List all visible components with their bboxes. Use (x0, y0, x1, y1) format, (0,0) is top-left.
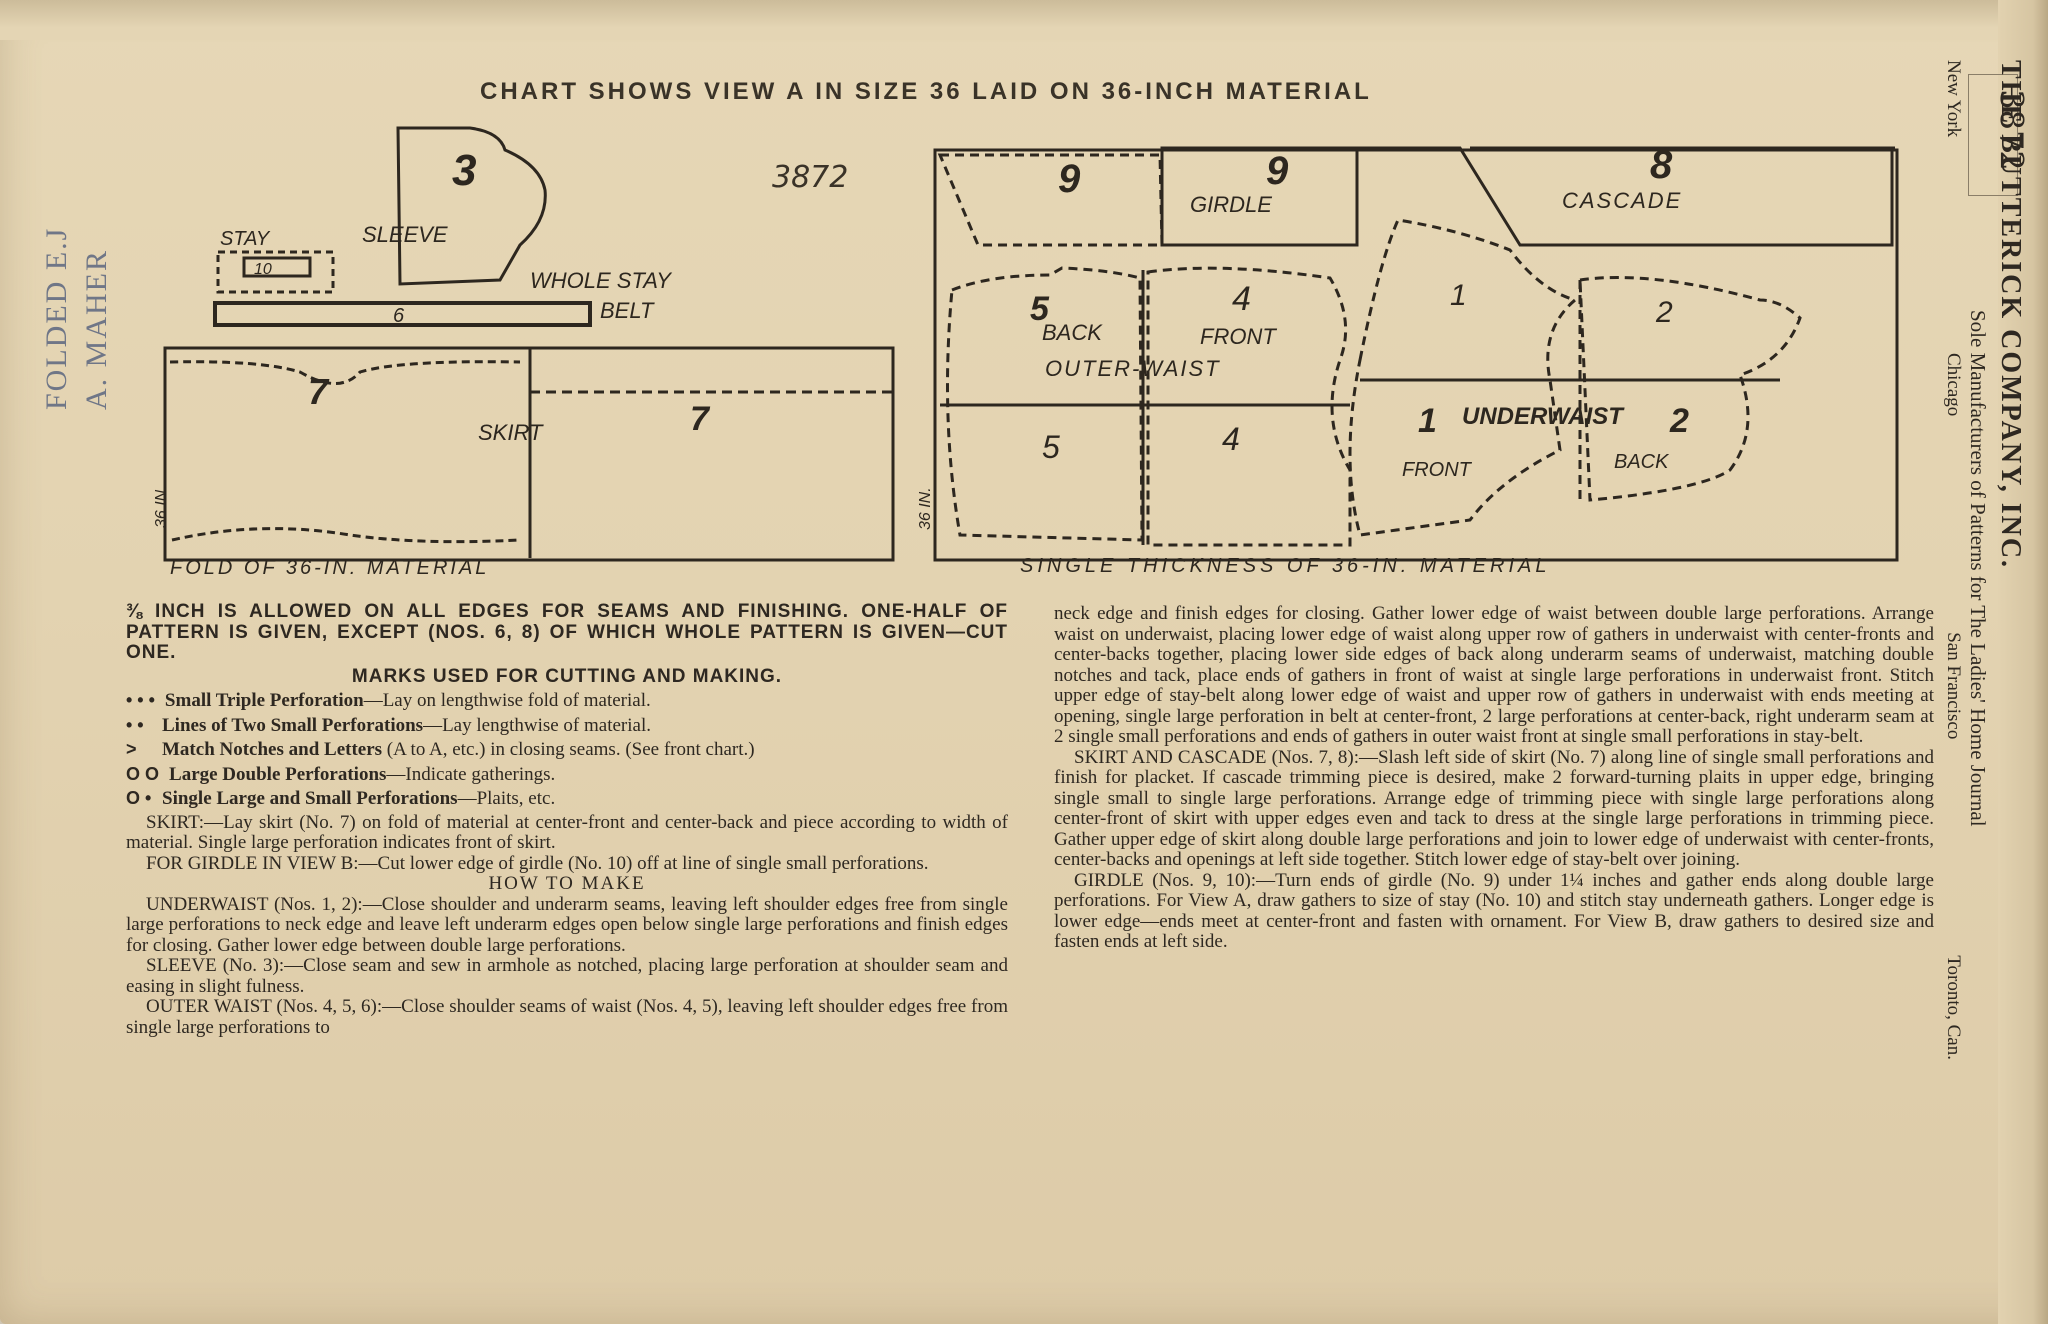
label-p4b: 4 (1222, 421, 1240, 457)
envelope-right-edge (1998, 0, 2048, 1324)
underwaist-instruction: UNDERWAIST (Nos. 1, 2):—Close shoulder a… (126, 893, 1008, 956)
publisher-name: THE BUTTERICK COMPANY, INC. (1995, 60, 2026, 570)
mark-desc: (A to A, etc.) in closing seams. (See fr… (382, 739, 755, 760)
label-underwaist: UNDERWAIST (1462, 403, 1625, 430)
label-uw-back: BACK (1614, 451, 1670, 473)
skirt-curve (169, 360, 521, 385)
underwaist-front (1348, 218, 1579, 537)
label-p1b: 1 (1418, 402, 1437, 440)
mark-name: Match Notches and Letters (162, 739, 383, 760)
label-left-fold: FOLD OF 36-IN. MATERIAL (170, 557, 489, 579)
label-p5: 5 (1030, 290, 1050, 328)
label-p2b: 2 (1669, 402, 1689, 440)
sleeve-piece (396, 126, 547, 286)
how-to-make-heading: HOW TO MAKE (488, 873, 646, 894)
skirt-cascade-instruction: SKIRT AND CASCADE (Nos. 7, 8):—Slash lef… (1054, 746, 1934, 870)
label-uw-front: FRONT (1402, 459, 1473, 481)
piece-9a (937, 153, 1164, 247)
label-whole-stay: WHOLE STAY (530, 268, 672, 293)
sleeve-instruction: SLEEVE (No. 3):—Close seam and sew in ar… (126, 955, 1008, 997)
publisher-imprint: THE BUTTERICK COMPANY, INC. Sole Manufac… (1943, 60, 2026, 1060)
mark-name: Small Triple Perforation (164, 690, 364, 711)
chart-title: CHART SHOWS VIEW A IN SIZE 36 LAID ON 36… (480, 78, 1372, 105)
label-front: FRONT (1200, 324, 1277, 349)
mark-desc: —Lay on lengthwise fold of material. (363, 690, 651, 711)
label-stay: STAY (220, 228, 271, 250)
label-p9a: 9 (1058, 157, 1081, 201)
city: Toronto, Can. (1943, 955, 1964, 1060)
envelope-top-edge (0, 0, 2048, 40)
marks-heading: MARKS USED FOR CUTTING AND MAKING. (351, 665, 783, 687)
side-pattern-number-box: 3872 (1968, 74, 2031, 196)
city: Chicago (1943, 352, 1964, 417)
publisher-cities: New York Chicago San Francisco Toronto, … (1942, 60, 1964, 1060)
label-outer-waist: OUTER-WAIST (1045, 356, 1221, 381)
city: San Francisco (1943, 632, 1964, 740)
back-outer-waist (946, 266, 1144, 542)
mark-row: O O Large Double Perforations—Indicate ga… (126, 764, 1008, 786)
material-right (933, 148, 1899, 562)
label-p2: 2 (1655, 296, 1673, 329)
mark-symbol: > (126, 739, 137, 759)
mark-symbol: O O (126, 763, 160, 784)
label-p9b: 9 (1266, 149, 1289, 193)
handwritten-pattern-number: 3872 (772, 160, 849, 195)
mark-name: Large Double Perforations (169, 763, 387, 785)
underwaist-back (1578, 276, 1802, 502)
mark-name: Lines of Two Small Perforations (162, 714, 424, 736)
label-sleeve-num: 3 (452, 146, 476, 195)
mark-name: Single Large and Small Perforations (162, 788, 458, 809)
mark-row: O • Single Large and Small Perforations—P… (126, 788, 1008, 810)
stay-inner (242, 256, 312, 278)
label-p1: 1 (1450, 279, 1467, 312)
mark-symbol: • • (126, 714, 144, 735)
girdle-view-b-instruction: FOR GIRDLE IN VIEW B:—Cut lower edge of … (146, 852, 929, 874)
mark-row: • • • Small Triple Perforation—Lay on len… (126, 690, 1008, 712)
girdle-piece (1160, 146, 1359, 247)
label-right-caption: SINGLE THICKNESS OF 36-IN. MATERIAL (1020, 555, 1550, 577)
outer-waist-instruction: OUTER WAIST (Nos. 4, 5, 6):—Close should… (126, 996, 1008, 1038)
label-skirt-num-b: 7 (690, 400, 711, 438)
outer-waist-continued: neck edge and finish edges for closing. … (1054, 603, 1934, 747)
belt-piece (213, 301, 592, 327)
mark-desc: —Indicate gatherings. (386, 763, 556, 785)
label-right-width: 36 IN. (917, 487, 934, 530)
seam-allowance-intro: ⅜ INCH IS ALLOWED ON ALL EDGES FOR SEAMS… (126, 601, 1008, 663)
mark-symbol: O • (126, 788, 152, 808)
label-left-width: 36 IN. (153, 485, 170, 528)
skirt-instruction: SKIRT:—Lay skirt (No. 7) on fold of mate… (126, 811, 1008, 853)
label-girdle: GIRDLE (1190, 192, 1272, 217)
label-p5b: 5 (1042, 429, 1060, 465)
mark-row: • • Lines of Two Small Perforations—Lay l… (126, 715, 1008, 737)
stay-piece (216, 250, 335, 294)
publisher-line: Sole Manufacturers of Patterns for The L… (1966, 310, 1990, 827)
label-belt: BELT (600, 298, 655, 323)
left-instructions: ⅜ INCH IS ALLOWED ON ALL EDGES FOR SEAMS… (126, 601, 1008, 1038)
front-outer-waist (1146, 266, 1352, 547)
label-belt-num: 6 (393, 305, 405, 327)
label-p4: 4 (1232, 280, 1251, 318)
label-sleeve: SLEEVE (362, 222, 448, 247)
mark-row: > Match Notches and Letters (A to A, etc.… (126, 739, 1008, 761)
mark-desc: —Lay lengthwise of material. (423, 714, 652, 736)
city: New York (1943, 60, 1964, 138)
label-cascade: CASCADE (1562, 188, 1682, 213)
label-back: BACK (1042, 320, 1103, 345)
cascade-piece (1358, 146, 1894, 247)
label-skirt-num-a: 7 (308, 371, 330, 412)
label-p8: 8 (1650, 143, 1673, 187)
right-instructions: neck edge and finish edges for closing. … (1054, 603, 1934, 953)
skirt-hem-curve (171, 527, 521, 544)
cutting-layout-diagram: 3 SLEEVE STAY 10 WHOLE STAY BELT 6 7 SKI… (153, 126, 1899, 579)
girdle-instruction: GIRDLE (Nos. 9, 10):—Turn ends of girdle… (1054, 869, 1934, 952)
mark-desc: —Plaits, etc. (457, 788, 556, 809)
label-stay-num: 10 (254, 261, 272, 278)
label-skirt: SKIRT (478, 420, 544, 445)
mark-symbol: • • • (126, 690, 155, 710)
